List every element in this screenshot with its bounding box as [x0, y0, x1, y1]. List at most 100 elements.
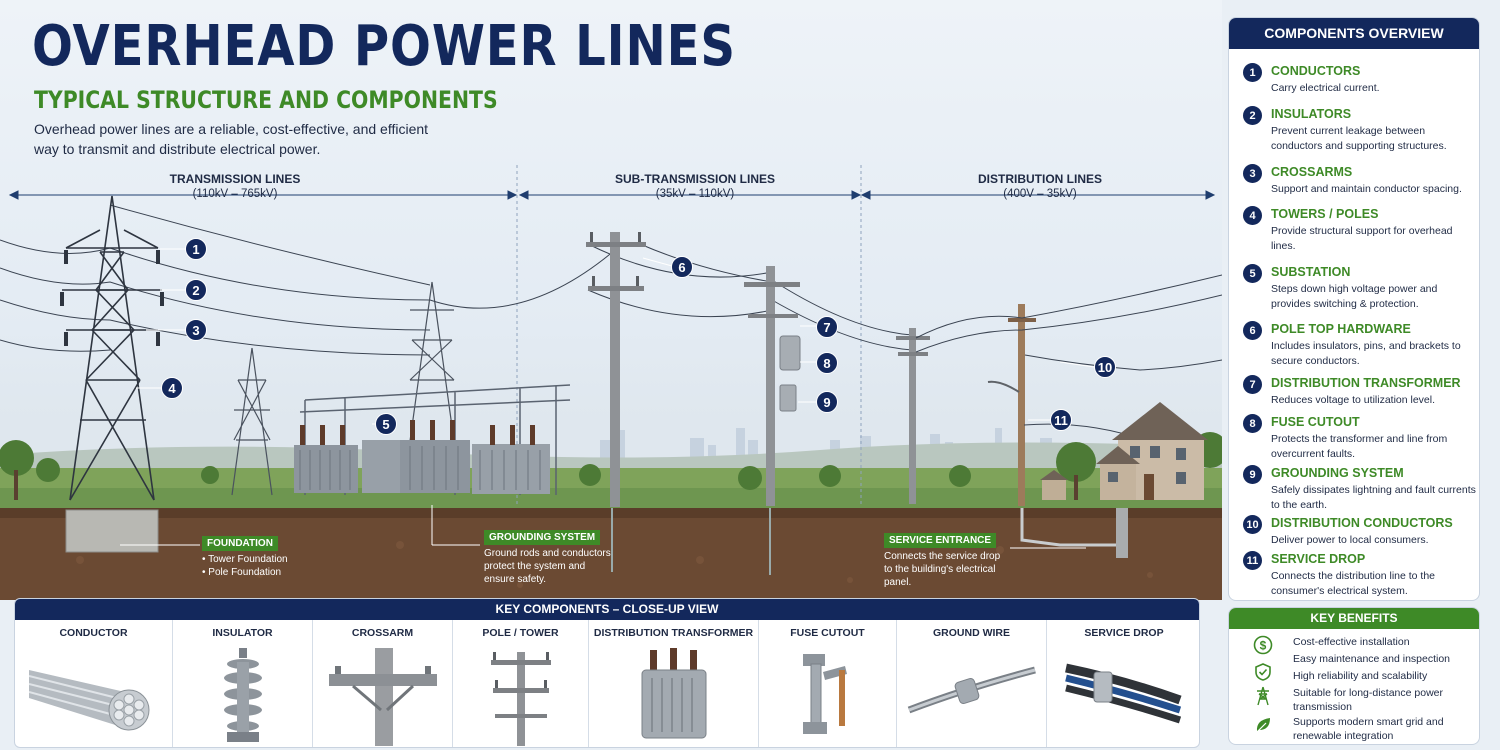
section-distribution: DISTRIBUTION LINES (400V – 35kV) — [950, 172, 1130, 202]
closeup-item-ground-wire: GROUND WIRE — [897, 620, 1047, 747]
section-name: DISTRIBUTION LINES — [977, 172, 1102, 186]
intro-text: Overhead power lines are a reliable, cos… — [34, 121, 429, 157]
transmission-tower — [62, 195, 162, 501]
callout-8: 8 — [816, 352, 838, 374]
pole-icon — [490, 652, 551, 746]
component-desc: Carry electrical current. — [1271, 82, 1380, 94]
component-desc: Includes insulators, pins, and brackets … — [1271, 340, 1461, 367]
callout-10: 10 — [1094, 356, 1116, 378]
substation-illustration — [294, 384, 571, 495]
component-desc: Support and maintain conductor spacing. — [1271, 183, 1462, 195]
closeup-title: KEY COMPONENTS – CLOSE-UP VIEW — [15, 599, 1199, 620]
service-drop-icon — [1065, 663, 1182, 724]
component-desc: Prevent current leakage between conducto… — [1271, 125, 1447, 152]
component-number: 3 — [1243, 164, 1262, 183]
dollar-icon: $ — [1253, 635, 1273, 655]
closeup-label: FUSE CUTOUT — [790, 627, 865, 639]
callout-5: 5 — [375, 413, 397, 435]
closeup-label: GROUND WIRE — [933, 627, 1010, 639]
component-number: 9 — [1243, 465, 1262, 484]
benefit-text: High reliability and scalability — [1293, 670, 1428, 682]
closeup-panel: KEY COMPONENTS – CLOSE-UP VIEW CONDUCTOR… — [14, 598, 1200, 748]
closeup-label: POLE / TOWER — [482, 627, 559, 639]
component-number: 2 — [1243, 106, 1262, 125]
house-illustration — [1040, 402, 1208, 500]
service-entrance-tag: SERVICE ENTRANCE — [884, 533, 997, 548]
closeup-label: CONDUCTOR — [59, 627, 128, 639]
shield-check-icon — [1255, 663, 1271, 681]
page-subtitle: TYPICAL STRUCTURE AND COMPONENTS — [34, 86, 498, 114]
component-desc: Protects the transformer and line from o… — [1271, 433, 1448, 460]
svg-text:$: $ — [1260, 639, 1267, 653]
grounding-tag: GROUNDING SYSTEM — [484, 530, 601, 545]
callout-1: 1 — [185, 238, 207, 260]
benefit-text: Cost-effective installation — [1293, 636, 1410, 648]
closeup-item-crossarm: CROSSARM — [313, 620, 453, 747]
key-benefits-panel: KEY BENEFITS $ Cost-effective installati… — [1228, 607, 1480, 745]
component-number: 4 — [1243, 206, 1262, 225]
section-transmission: TRANSMISSION LINES (110kV – 765kV) — [135, 172, 335, 202]
leaf-icon — [1256, 718, 1270, 733]
section-name: TRANSMISSION LINES — [169, 172, 301, 186]
crossarm-icon — [328, 648, 437, 746]
benefit-text: Supports modern smart grid and renewable… — [1293, 716, 1444, 742]
component-number: 11 — [1243, 551, 1262, 570]
closeup-item-insulator: INSULATOR — [173, 620, 313, 747]
component-number: 7 — [1243, 375, 1262, 394]
component-name: DISTRIBUTION CONDUCTORS — [1271, 516, 1453, 530]
component-desc: Steps down high voltage power and provid… — [1271, 283, 1438, 310]
closeup-label: INSULATOR — [212, 627, 273, 639]
section-range: (110kV – 765kV) — [192, 188, 278, 200]
fuse-cutout-icon — [802, 654, 847, 734]
components-overview-panel: COMPONENTS OVERVIEW 1 CONDUCTORS Carry e… — [1228, 17, 1480, 601]
callout-4: 4 — [161, 377, 183, 399]
component-name: CONDUCTORS — [1271, 64, 1361, 78]
section-range: (35kV – 110kV) — [655, 188, 735, 200]
closeup-item-service-drop: SERVICE DROP — [1047, 620, 1199, 747]
component-number: 10 — [1243, 515, 1262, 534]
conductor-cable-icon — [28, 670, 149, 731]
grounding-label: GROUNDING SYSTEM Ground rods and conduct… — [484, 530, 614, 586]
tower-icon — [1257, 686, 1269, 706]
component-name: POLE TOP HARDWARE — [1271, 322, 1411, 336]
component-desc: Safely dissipates lightning and fault cu… — [1271, 484, 1476, 511]
section-name: SUB-TRANSMISSION LINES — [614, 172, 775, 186]
closeup-label: DISTRIBUTION TRANSFORMER — [593, 627, 754, 639]
section-sub-transmission: SUB-TRANSMISSION LINES (35kV – 110kV) — [590, 172, 800, 202]
component-desc: Reduces voltage to utilization level. — [1271, 394, 1436, 406]
component-desc: Provide structural support for overhead … — [1271, 225, 1453, 252]
closeup-item-fuse-cutout: FUSE CUTOUT — [759, 620, 897, 747]
service-entrance-label: SERVICE ENTRANCE Connects the service dr… — [884, 533, 1008, 589]
distribution-pole — [744, 266, 801, 506]
grounding-text: Ground rods and conductors protect the s… — [484, 548, 611, 585]
closeup-label: CROSSARM — [351, 627, 414, 639]
foundation-item: • Tower Foundation — [202, 554, 288, 565]
insulator-icon — [223, 648, 262, 742]
foundation-tag: FOUNDATION — [202, 536, 278, 551]
component-number: 5 — [1243, 264, 1262, 283]
sub-transmission-pole — [586, 232, 646, 507]
closeup-item-conductor: CONDUCTOR — [15, 620, 173, 747]
callout-7: 7 — [816, 316, 838, 338]
benefit-text: Easy maintenance and inspection — [1293, 653, 1451, 665]
section-range: (400V – 35kV) — [1003, 188, 1077, 200]
components-overview-title: COMPONENTS OVERVIEW — [1229, 18, 1479, 49]
component-desc: Connects the distribution line to the co… — [1271, 570, 1436, 597]
component-name: DISTRIBUTION TRANSFORMER — [1271, 376, 1461, 390]
component-desc: Deliver power to local consumers. — [1271, 534, 1429, 546]
page-title: OVERHEAD POWER LINES — [32, 14, 736, 79]
component-number: 6 — [1243, 321, 1262, 340]
key-benefits-title: KEY BENEFITS — [1229, 608, 1479, 629]
component-name: GROUNDING SYSTEM — [1271, 466, 1404, 480]
closeup-label: SERVICE DROP — [1084, 627, 1164, 639]
diagram-scene: OVERHEAD POWER LINES TYPICAL STRUCTURE A… — [0, 0, 1222, 600]
callout-11: 11 — [1050, 409, 1072, 431]
landscape-illustration — [0, 165, 1222, 600]
service-entrance-text: Connects the service drop to the buildin… — [884, 551, 1001, 588]
component-name: INSULATORS — [1271, 107, 1352, 121]
component-number: 1 — [1243, 63, 1262, 82]
callout-2: 2 — [185, 279, 207, 301]
foundation-label: FOUNDATION • Tower Foundation • Pole Fou… — [202, 536, 322, 579]
component-name: CROSSARMS — [1271, 165, 1353, 179]
component-name: SUBSTATION — [1271, 265, 1351, 279]
